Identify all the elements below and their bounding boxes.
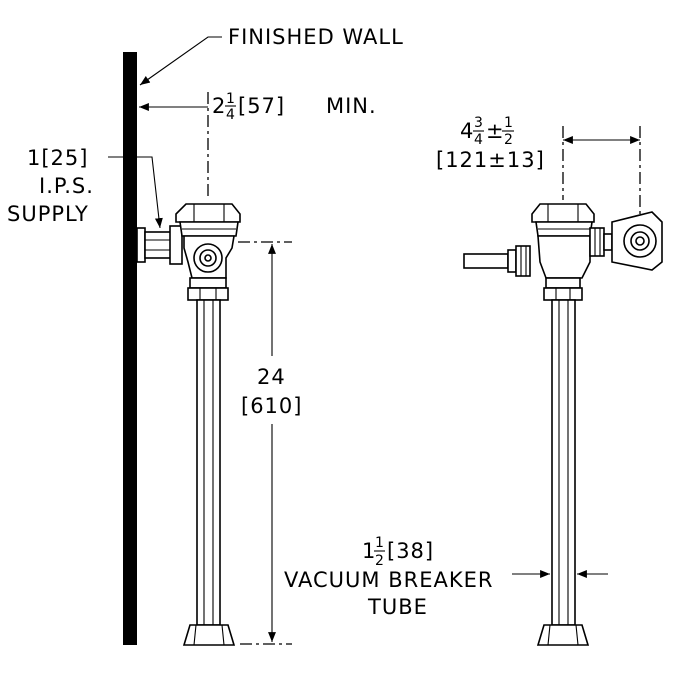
height-inches-label: 24 <box>257 365 286 389</box>
finished-wall-label: FINISHED WALL <box>228 25 404 49</box>
supply-ips-label: I.P.S. <box>39 174 94 198</box>
tube-size-whole: 1 <box>362 539 376 563</box>
supply-callout: 1[25] I.P.S. SUPPLY <box>7 146 163 229</box>
tube-size-metric: [38] <box>387 539 434 563</box>
tube-diameter-dimension: 1 1 2 [38] VACUUM BREAKER TUBE <box>284 535 608 619</box>
outlet-offset-plusminus: ± <box>486 119 505 143</box>
outlet-offset-denominator: 4 <box>474 132 483 148</box>
outlet-offset-dimension: 4 3 4 ± 1 2 [121±13] <box>436 115 640 172</box>
wall-offset-metric: [57] <box>238 94 285 118</box>
height-dimension: 24 [610] <box>238 241 302 645</box>
supply-word-label: SUPPLY <box>7 202 89 226</box>
outlet-offset-whole: 4 <box>460 119 474 143</box>
outlet-offset-metric: [121±13] <box>436 148 545 172</box>
wall-offset-numerator: 1 <box>226 91 235 107</box>
outlet-offset-numerator: 3 <box>474 115 483 131</box>
tube-size-numerator: 1 <box>375 535 384 551</box>
wall-offset-whole: 2 <box>212 94 226 118</box>
side-view-valve <box>136 92 241 646</box>
finished-wall-leader <box>139 36 222 86</box>
outlet-tolerance-denominator: 2 <box>504 132 513 148</box>
front-view-valve <box>463 126 663 646</box>
finished-wall <box>123 52 137 645</box>
tube-label-line1: VACUUM BREAKER <box>284 568 493 592</box>
height-mm-label: [610] <box>241 394 302 418</box>
tube-label-line2: TUBE <box>367 595 428 619</box>
supply-size-label: 1[25] <box>27 146 88 170</box>
wall-offset-denominator: 4 <box>226 107 235 123</box>
wall-offset-dimension: 2 1 4 [57] MIN. <box>139 91 377 123</box>
tube-size-denominator: 2 <box>375 553 384 569</box>
wall-offset-suffix: MIN. <box>326 94 377 118</box>
outlet-tolerance-numerator: 1 <box>504 115 513 131</box>
